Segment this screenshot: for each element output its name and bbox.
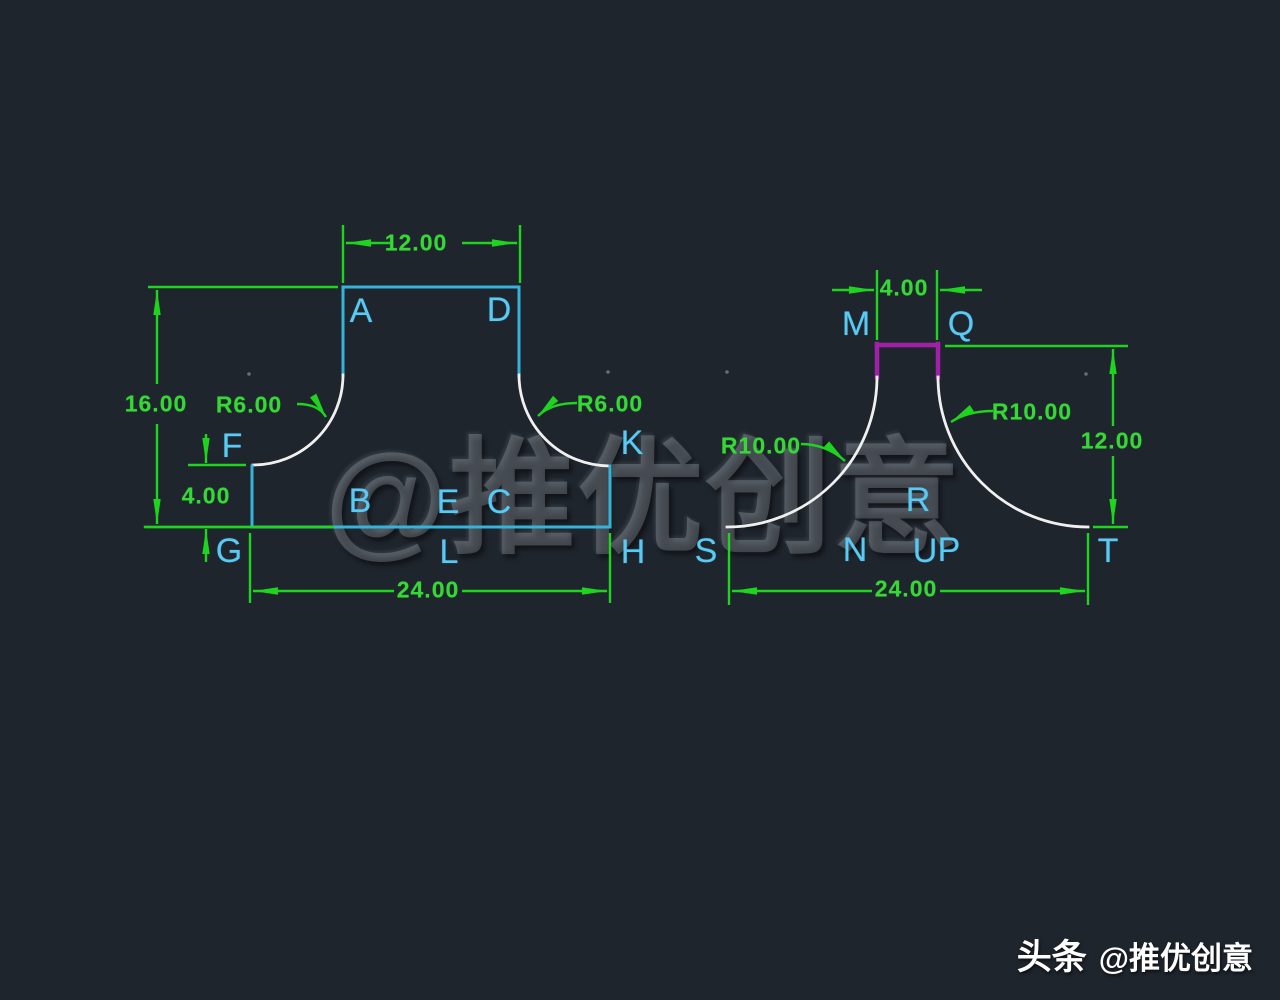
dimension-label-12.00: 12.00 — [384, 229, 448, 256]
vertex-label-L: L — [439, 533, 459, 571]
blip-dot — [606, 370, 610, 374]
left-shape-outline — [143, 285, 612, 529]
vertex-label-K: K — [620, 424, 644, 462]
vertex-label-P: P — [937, 531, 961, 569]
vertex-label-Q: Q — [947, 305, 975, 343]
vertex-label-R: R — [905, 481, 931, 519]
dimension-label-4.00: 4.00 — [879, 274, 929, 301]
vertex-label-S: S — [694, 532, 718, 570]
vertex-label-U: U — [912, 532, 938, 570]
vertex-label-E: E — [436, 483, 460, 521]
vertex-label-A: A — [349, 292, 373, 330]
radius-label-R10.00: R10.00 — [991, 398, 1073, 425]
left-radius-leader-left — [296, 393, 328, 418]
right-shape-outline — [725, 341, 1090, 529]
right-fillet-arc-right — [936, 375, 1090, 529]
vertex-label-T: T — [1097, 532, 1119, 570]
vertex-label-B: B — [348, 482, 372, 520]
vertex-label-N: N — [842, 531, 868, 569]
right-radius-leader-left — [800, 441, 846, 462]
right-dimension-lines — [727, 270, 1128, 605]
arc-center-blips — [247, 370, 1088, 376]
footer-credit: 头条 @推优创意 — [1017, 929, 1253, 980]
radius-label-R10.00: R10.00 — [720, 432, 802, 459]
dimension-label-24.00: 24.00 — [874, 575, 938, 602]
vertex-label-F: F — [221, 427, 243, 465]
dimension-label-24.00: 24.00 — [396, 576, 460, 603]
dimension-label-12.00: 12.00 — [1080, 427, 1144, 454]
footer-brand: 头条 — [1016, 938, 1087, 977]
vertex-label-D: D — [486, 291, 512, 329]
right-fillet-arc-left — [725, 375, 879, 529]
left-fillet-arc-right — [517, 373, 612, 468]
blip-dot — [725, 370, 729, 374]
radius-label-R6.00: R6.00 — [576, 390, 644, 417]
blip-dot — [1084, 372, 1088, 376]
vertex-label-M: M — [841, 305, 871, 343]
dimension-label-16.00: 16.00 — [124, 390, 188, 417]
blip-dot — [247, 372, 251, 376]
radius-label-R6.00: R6.00 — [215, 391, 283, 418]
left-radius-leader-right — [537, 395, 578, 417]
footer-handle: @推优创意 — [1098, 941, 1253, 976]
left-fillet-arc-left — [251, 373, 345, 467]
vertex-label-G: G — [215, 532, 243, 570]
dimension-label-4.00: 4.00 — [181, 482, 231, 509]
vertex-label-C: C — [486, 483, 512, 521]
right-radius-leader-right — [950, 405, 994, 424]
vertex-label-H: H — [620, 533, 646, 571]
